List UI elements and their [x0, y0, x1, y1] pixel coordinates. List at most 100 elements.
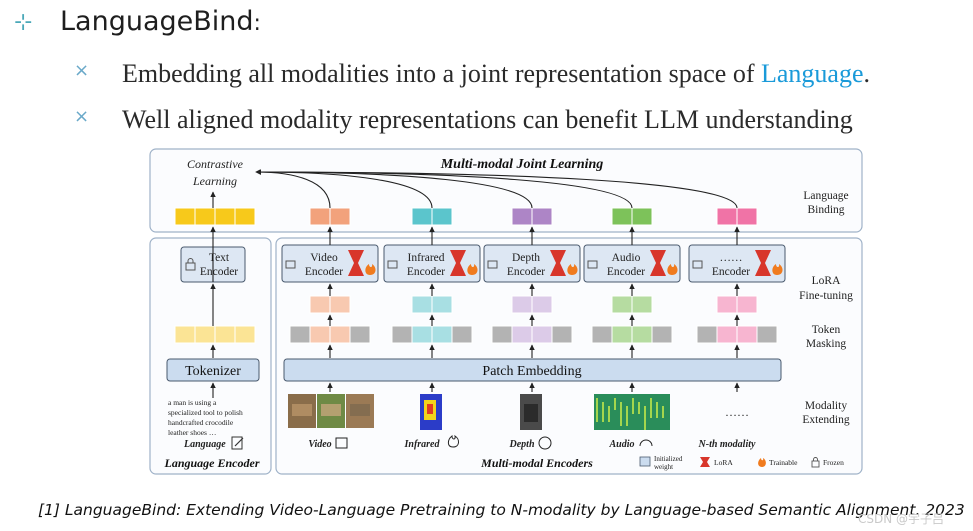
label-language-binding-1: Language	[803, 190, 848, 202]
title-sparkle-icon: ⊹	[14, 10, 33, 35]
text-token	[194, 325, 216, 344]
masked-token	[349, 325, 371, 344]
caption-line: handcrafted crocodile	[168, 418, 234, 427]
video-frame-detail	[350, 404, 370, 416]
label-token-masking-1: Token	[812, 324, 841, 336]
spectrogram-band	[650, 398, 652, 418]
lora-token	[329, 295, 351, 314]
lora-token	[511, 295, 533, 314]
bullet-x-icon: ×	[74, 106, 90, 127]
modality-embedding-token	[329, 207, 351, 226]
text-token	[174, 325, 196, 344]
modality-label: N-th modality	[698, 439, 757, 450]
modality-embedding-token	[611, 207, 633, 226]
lora-token	[611, 295, 633, 314]
modality-embedding-token	[431, 207, 453, 226]
label-token-masking-2: Masking	[806, 338, 847, 350]
text-embedding-token	[234, 207, 256, 226]
text-encoder-label-1: Text	[209, 252, 230, 264]
masked-token	[611, 325, 633, 344]
patch-embedding-box	[283, 358, 782, 382]
encoder-label-1: Audio	[612, 252, 641, 264]
spectrogram-band	[626, 406, 628, 426]
lora-token	[411, 295, 433, 314]
encoder-label-1: Infrared	[407, 252, 444, 264]
spectrogram-band	[596, 398, 598, 422]
legend-lora-icon	[700, 457, 710, 467]
lora-icon	[550, 250, 566, 276]
caption-line: specialized tool to polish	[168, 408, 243, 417]
flame-icon	[567, 264, 578, 275]
spectrogram-band	[644, 406, 646, 430]
bullet-1: Embedding all modalities into a joint re…	[122, 59, 871, 88]
label-lora-1: LoRA	[812, 275, 841, 287]
modality-embedding-token	[511, 207, 533, 226]
lora-token	[736, 295, 758, 314]
flame-icon	[667, 264, 678, 275]
encoder-label-2: Encoder	[507, 266, 545, 278]
lora-token	[716, 295, 738, 314]
encoder-label-2: Encoder	[607, 266, 645, 278]
masked-token	[329, 325, 351, 344]
contrastive-label-1: Contrastive	[187, 157, 244, 171]
spectrogram-band	[608, 406, 610, 422]
caption-line: leather shoes …	[168, 428, 216, 437]
lora-token	[531, 295, 553, 314]
masked-token	[651, 325, 673, 344]
masked-token	[736, 325, 758, 344]
tokenizer-box	[166, 358, 260, 382]
masked-token	[451, 325, 473, 344]
text-encoder-label-2: Encoder	[200, 266, 238, 278]
video-frame-detail	[292, 404, 312, 416]
patch-embedding-label: Patch Embedding	[482, 364, 581, 379]
legend-initialized-1: Initialized	[654, 455, 683, 463]
citation: [1] LanguageBind: Extending Video-Langua…	[38, 501, 965, 519]
encoder-label-2: Encoder	[712, 266, 750, 278]
masked-token	[631, 325, 653, 344]
masked-token	[511, 325, 533, 344]
encoder-label-1: Video	[310, 252, 338, 264]
masked-token	[531, 325, 553, 344]
multimodal-encoders-title: Multi-modal Encoders	[480, 456, 593, 470]
text-token	[234, 325, 256, 344]
masked-token	[491, 325, 513, 344]
infrared-flame-icon	[447, 434, 459, 448]
spectrogram-band	[614, 398, 616, 410]
slide-title: LanguageBind:	[60, 6, 261, 37]
encoder-label-2: Encoder	[305, 266, 343, 278]
masked-token	[411, 325, 433, 344]
modality-label: Audio	[608, 439, 634, 450]
language-modality-label: Language	[183, 439, 226, 450]
lora-icon	[650, 250, 666, 276]
encoder-label-1: ……	[720, 252, 743, 264]
highlight-language: Language	[761, 59, 864, 88]
masked-token	[591, 325, 613, 344]
flame-icon	[772, 264, 783, 275]
modality-label: Infrared	[403, 439, 440, 450]
lock-icon	[487, 260, 498, 269]
spectrogram-band	[656, 402, 658, 418]
text-embedding-token	[194, 207, 216, 226]
label-modality-extending-1: Modality	[805, 400, 847, 412]
watermark: CSDN @宇子吕	[858, 512, 945, 526]
lock-icon	[587, 260, 598, 269]
video-camera-icon	[335, 437, 348, 449]
bullet-x-icon: ×	[74, 60, 90, 81]
masked-token	[309, 325, 331, 344]
label-lora-2: Fine-tuning	[799, 290, 853, 302]
lora-icon	[450, 250, 466, 276]
contrastive-label-2: Learning	[192, 174, 237, 188]
lock-icon	[185, 258, 196, 271]
lock-icon	[387, 260, 398, 269]
nth-placeholder-dots: ……	[725, 405, 749, 419]
modality-label: Depth	[509, 439, 535, 450]
legend-trainable: Trainable	[769, 458, 798, 467]
masked-token	[716, 325, 738, 344]
joint-learning-title: Multi-modal Joint Learning	[440, 157, 604, 172]
language-encoder-title: Language Encoder	[163, 456, 259, 470]
lora-icon	[755, 250, 771, 276]
lora-token	[631, 295, 653, 314]
infrared-core	[427, 404, 433, 414]
text-embedding-token	[174, 207, 196, 226]
legend-lora: LoRA	[714, 458, 733, 467]
